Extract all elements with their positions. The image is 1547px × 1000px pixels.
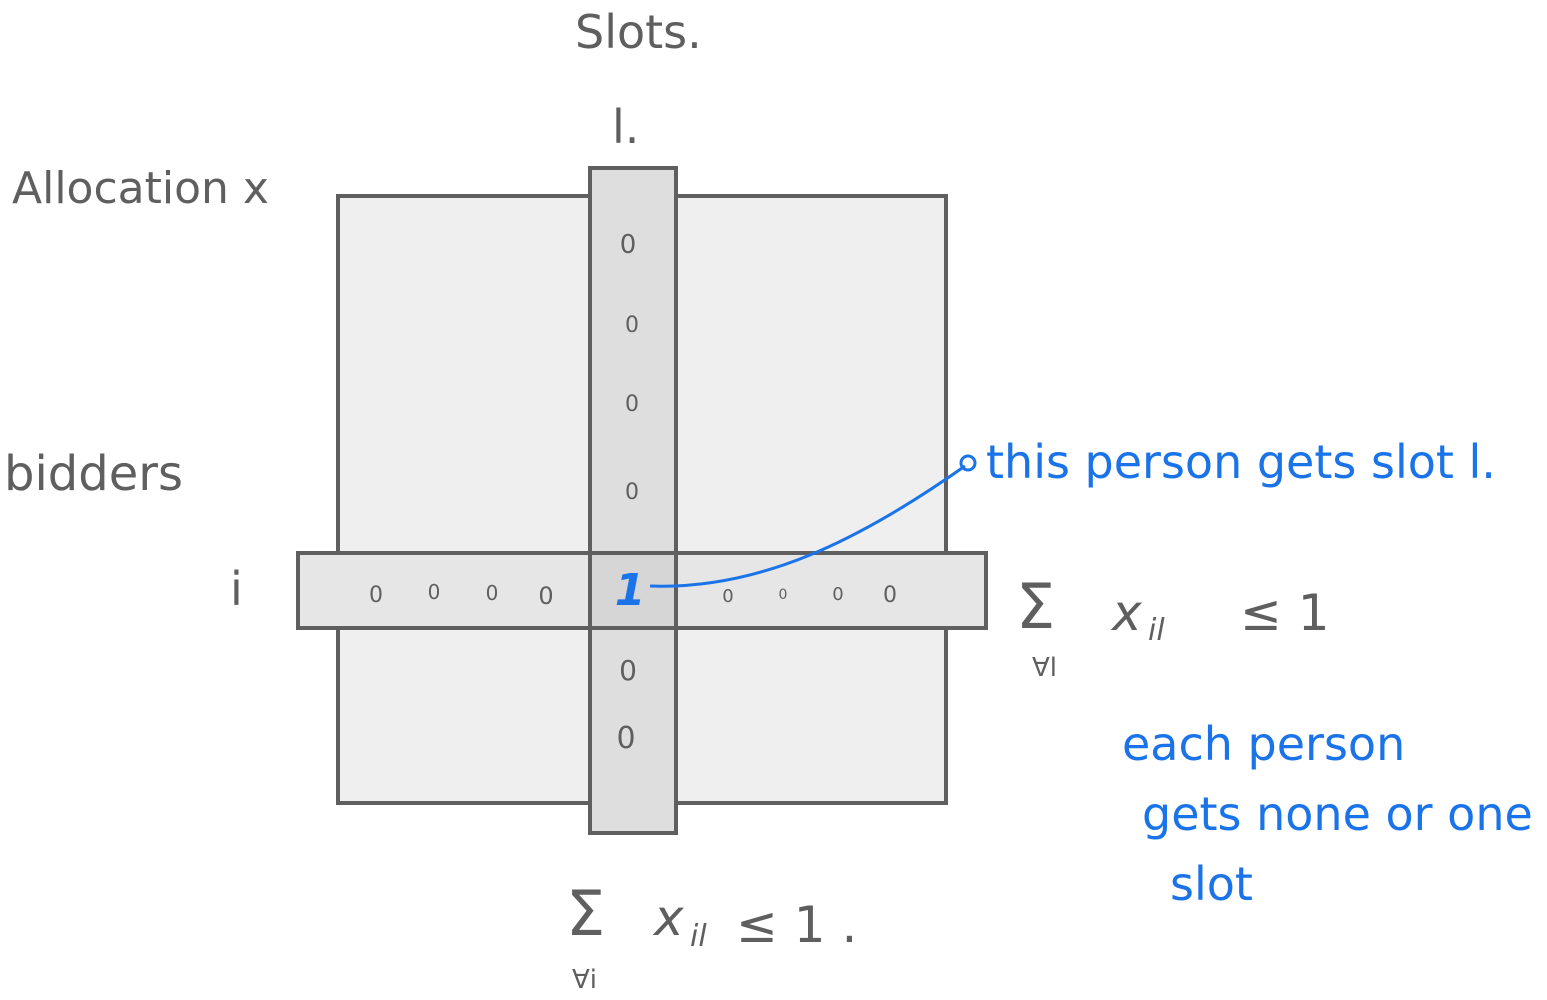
column-cell-value: 0 [625, 313, 639, 338]
arrow-head-icon [959, 454, 977, 472]
note-line-2: gets none or one [1142, 787, 1533, 841]
intersection-cell [592, 555, 674, 626]
row-cell-value: 0 [486, 581, 499, 605]
sum-subscript: ∀i [572, 965, 597, 995]
row-constraint: Σ ∀l x il ≤ 1 [1016, 570, 1330, 683]
row-cell-value: 0 [832, 584, 843, 605]
variable-index: il [690, 919, 707, 954]
row-cell-value: 0 [369, 583, 383, 608]
allocation-title: Allocation x [12, 163, 269, 214]
sum-symbol: Σ [1016, 570, 1055, 643]
row-cell-value: 0 [779, 587, 788, 603]
variable-index: il [1148, 613, 1165, 648]
arrow-note: this person gets slot l. [986, 435, 1496, 489]
slot-column-band [588, 166, 678, 835]
slot-index-label: l. [612, 100, 639, 154]
row-cell-value: 0 [883, 583, 897, 608]
row-cell-value: 0 [538, 582, 553, 610]
note-line-3: slot [1170, 857, 1253, 911]
bidders-title: bidders [4, 446, 183, 502]
column-cell-value: 0 [620, 230, 637, 260]
constraint-relation: ≤ 1 [1240, 584, 1330, 642]
row-cell-value: 0 [722, 586, 733, 607]
column-cell-value: 0 [625, 392, 639, 417]
bidder-index-label: i [230, 562, 243, 616]
sum-symbol: Σ [566, 877, 605, 950]
column-cell-value: 0 [619, 654, 637, 687]
column-constraint: Σ ∀i x il ≤ 1 . [566, 877, 857, 995]
column-cell-value: 0 [616, 721, 635, 756]
constraint-relation: ≤ 1 . [736, 896, 857, 954]
variable-x: x [1110, 584, 1142, 642]
annotation-arrow [649, 464, 966, 588]
column-cell-value: 0 [625, 480, 639, 505]
row-cell-value: 0 [428, 580, 441, 604]
note-line-1: each person [1122, 717, 1405, 771]
intersection-value: 1 [615, 565, 646, 616]
sum-subscript: ∀l [1032, 653, 1057, 683]
slots-title: Slots. [575, 5, 702, 59]
variable-x: x [652, 889, 684, 947]
